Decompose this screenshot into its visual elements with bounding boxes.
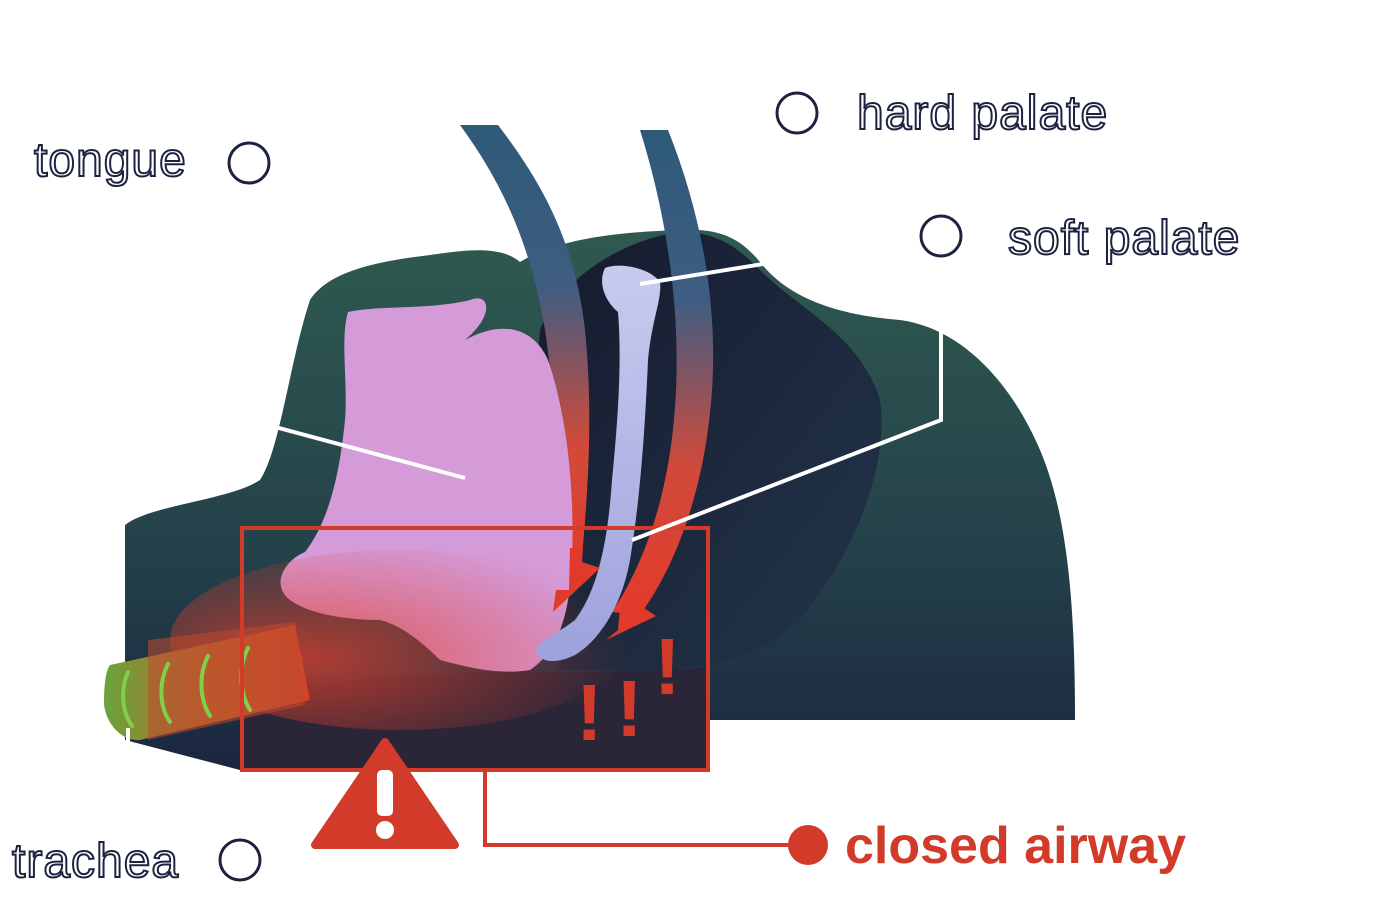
palate-bone [536, 265, 661, 662]
soft-palate-leader [631, 258, 943, 542]
exclamation-marks: ! ! ! [576, 622, 681, 757]
tongue-label: tongue [33, 134, 187, 187]
hard-palate-label: hard palate [856, 87, 1109, 140]
airflow-stream-right [612, 130, 714, 615]
exclaim-2: ! [616, 664, 643, 753]
closed-airway-label: closed airway [845, 817, 1187, 875]
exclaim-1: ! [576, 668, 603, 757]
trachea-anchor [218, 838, 262, 882]
trachea-label: trachea [11, 835, 180, 888]
tongue-leader [247, 183, 466, 480]
soft-palate-label: soft palate [1007, 212, 1241, 265]
hard-palate-leader [639, 134, 803, 286]
leader-lines [126, 134, 943, 860]
hard-palate-anchor [775, 91, 819, 135]
tongue-anchor [227, 141, 271, 185]
warning-icon [311, 738, 459, 849]
airflow-arrows [553, 548, 656, 640]
trachea-overlap [148, 622, 305, 740]
closed-airway-dot [788, 825, 828, 865]
soft-palate-anchor [919, 214, 963, 258]
closed-airway-connector [483, 770, 805, 847]
label-anchors [218, 91, 963, 882]
closed-airway-box [240, 526, 710, 772]
trachea-leader [126, 728, 222, 860]
exclaim-3: ! [654, 622, 681, 711]
